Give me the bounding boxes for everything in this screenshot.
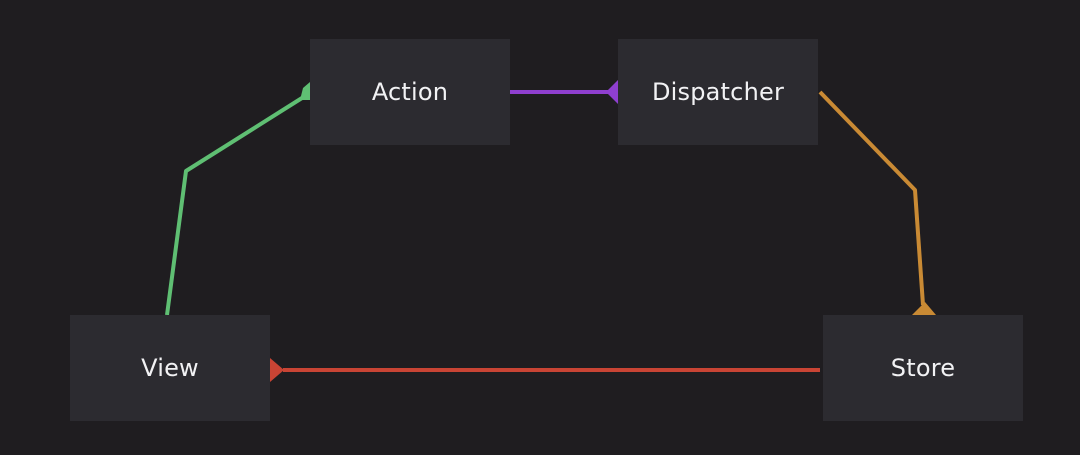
node-dispatcher-label: Dispatcher — [651, 78, 785, 106]
node-action-label: Action — [371, 78, 449, 106]
arrowhead-dispatcher-icon — [606, 80, 618, 104]
node-view-label: View — [141, 354, 199, 382]
node-store: Store — [823, 315, 1023, 421]
arrowhead-action-icon — [300, 82, 310, 100]
node-store-label: Store — [890, 354, 956, 382]
arrowhead-view-icon — [270, 358, 284, 382]
arrowhead-store-icon — [912, 302, 936, 315]
node-action: Action — [310, 39, 510, 145]
edge-dispatcher-to-store — [818, 90, 925, 306]
edge-view-to-action — [165, 96, 304, 316]
node-dispatcher: Dispatcher — [618, 39, 818, 145]
node-view: View — [70, 315, 270, 421]
